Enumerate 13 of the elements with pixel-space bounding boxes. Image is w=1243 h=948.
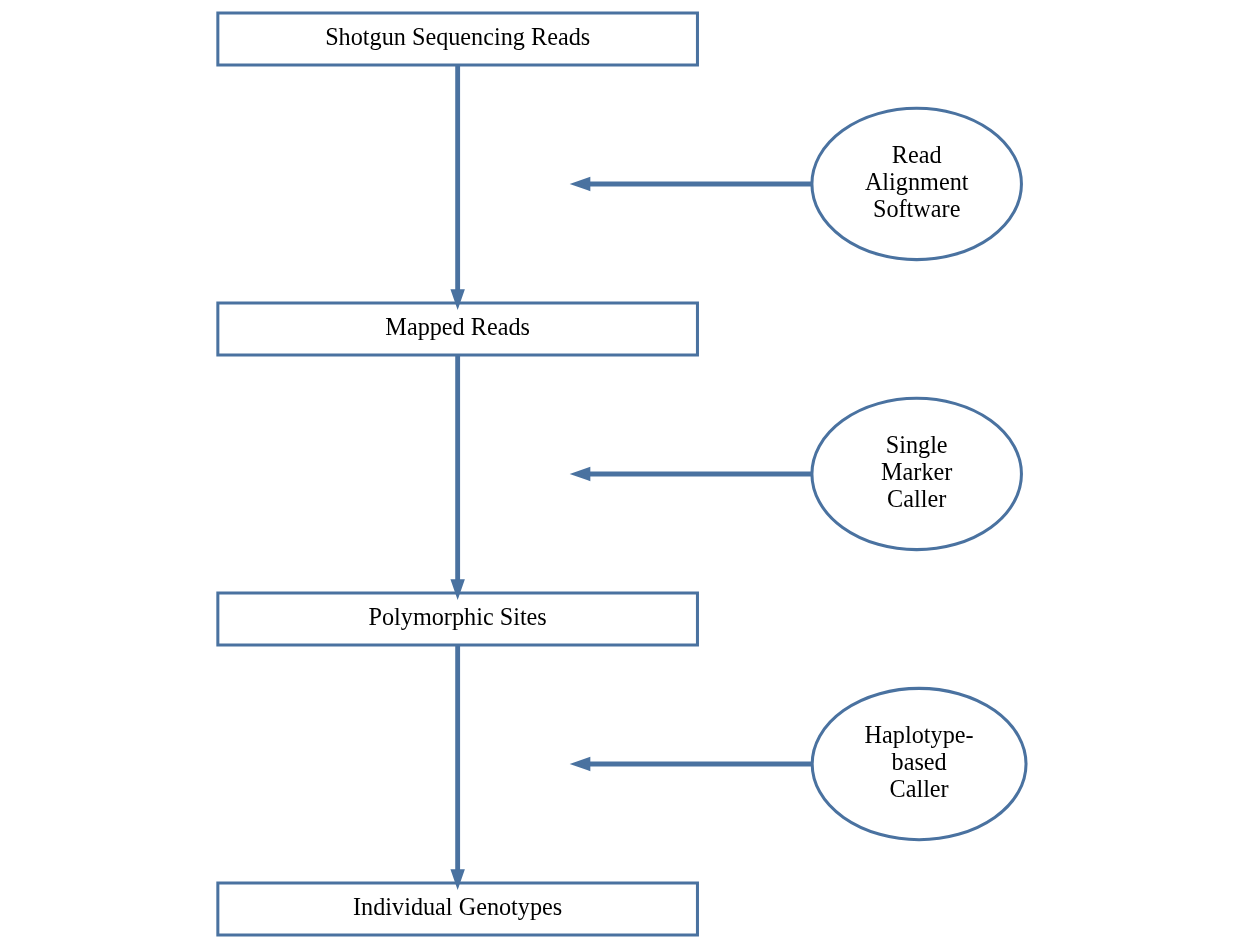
- node-box: Individual Genotypes: [215, 881, 699, 937]
- node-box: Mapped Reads: [215, 301, 699, 357]
- arrow: [449, 355, 465, 600]
- arrow: [569, 466, 812, 482]
- arrow: [569, 756, 812, 772]
- node-box: Polymorphic Sites: [215, 591, 699, 647]
- arrow: [569, 176, 812, 192]
- node-box: Shotgun Sequencing Reads: [215, 11, 699, 67]
- node-ellipse: Haplotype-based Caller: [810, 686, 1028, 842]
- arrow: [449, 65, 465, 310]
- node-ellipse: Read Alignment Software: [809, 106, 1023, 262]
- arrow: [449, 645, 465, 890]
- node-ellipse: Single Marker Caller: [809, 396, 1023, 552]
